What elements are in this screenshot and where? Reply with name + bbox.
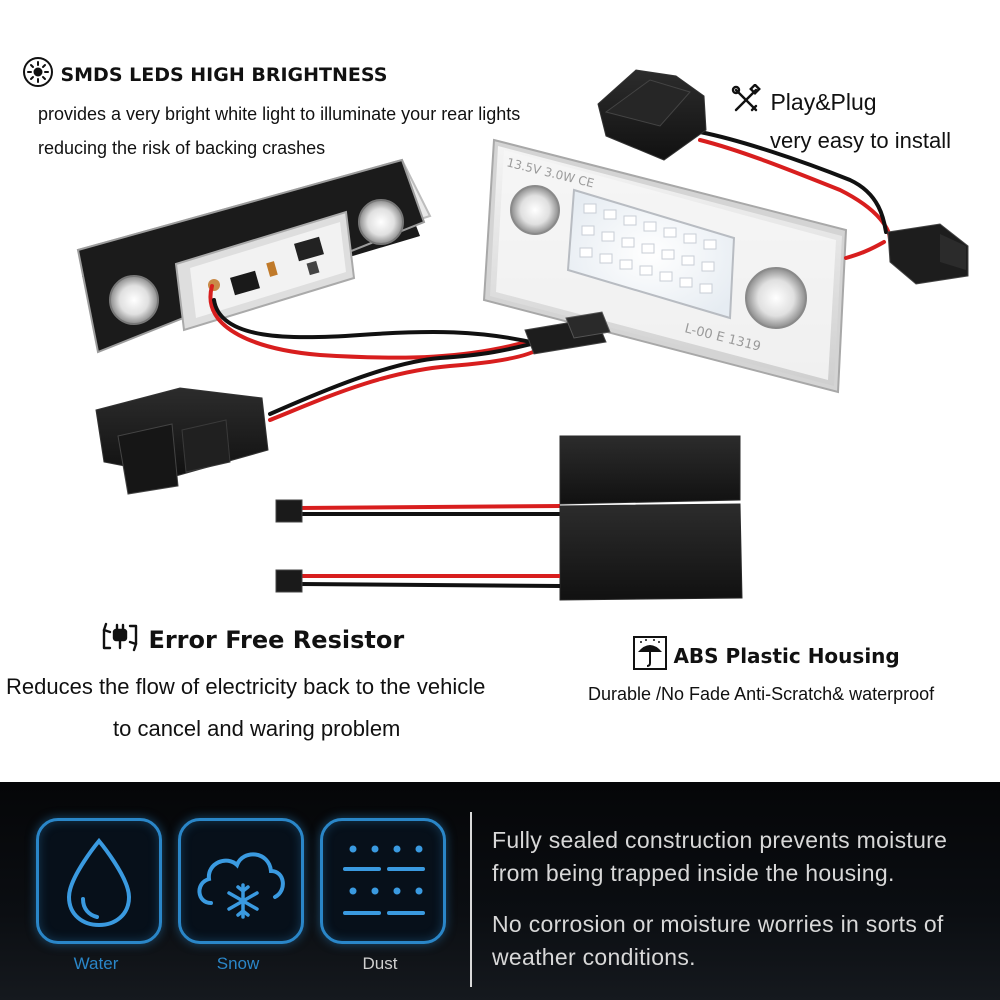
sealed-text-line1: Fully sealed construction prevents moist… — [492, 827, 948, 853]
dust-icon — [343, 845, 425, 915]
connector-large-right — [597, 69, 707, 161]
plate-light-right: 13.5V 3.0W CE L-00 E 1319 — [482, 138, 848, 394]
feature-resistor-line2: to cancel and waring problem — [113, 716, 401, 741]
water-drop-icon — [66, 837, 132, 928]
weatherproof-panel: Water Snow Dust Fully sea — [0, 782, 1000, 1000]
feature-plug-title: Play&Plug — [770, 89, 877, 115]
feature-smd-line1: provides a very bright white light to il… — [38, 104, 521, 124]
feature-housing: ABS Plastic Housing — [633, 636, 900, 675]
wires-left — [208, 284, 542, 422]
feature-plug-line1: very easy to install — [770, 128, 951, 153]
tools-icon — [730, 83, 762, 121]
plug-cycle-icon — [100, 620, 140, 659]
feature-resistor-title: Error Free Resistor — [148, 625, 405, 654]
tile-snow-label: Snow — [216, 954, 260, 973]
feature-housing-line1: Durable /No Fade Anti-Scratch& waterproo… — [588, 684, 935, 704]
tile-dust-label: Dust — [362, 954, 398, 973]
feature-smd: SMDS LEDS HIGH BRIGHTNESS — [22, 56, 387, 93]
feature-plug: Play&Plug — [730, 83, 877, 121]
panel-divider — [470, 812, 472, 987]
tile-snow — [178, 818, 304, 944]
sun-icon — [22, 56, 54, 93]
tile-water-label: Water — [73, 954, 119, 973]
feature-resistor-line1: Reduces the flow of electricity back to … — [6, 674, 486, 699]
corrosion-text-line1: No corrosion or moisture worries in sort… — [492, 911, 944, 937]
sealed-text-line2: from being trapped inside the housing. — [492, 860, 895, 886]
tile-dust — [320, 818, 446, 944]
connector-small-right — [887, 223, 969, 285]
snow-cloud-icon — [197, 852, 285, 919]
feature-housing-title: ABS Plastic Housing — [673, 643, 900, 668]
resistor-top — [275, 435, 741, 523]
connector-small-left — [524, 311, 611, 355]
umbrella-icon — [633, 636, 667, 675]
plate-light-left — [76, 158, 432, 354]
resistor-bottom — [275, 503, 743, 601]
feature-resistor: Error Free Resistor — [100, 620, 404, 659]
connector-large-left — [95, 387, 269, 495]
feature-smd-line2: reducing the risk of backing crashes — [38, 138, 326, 158]
wires-right — [698, 130, 892, 260]
feature-smd-title: SMDS LEDS HIGH BRIGHTNESS — [60, 63, 388, 86]
product-illustration: 13.5V 3.0W CE L-00 E 1319 — [76, 69, 969, 601]
tile-water — [36, 818, 162, 944]
corrosion-text-line2: weather conditions. — [492, 944, 696, 970]
